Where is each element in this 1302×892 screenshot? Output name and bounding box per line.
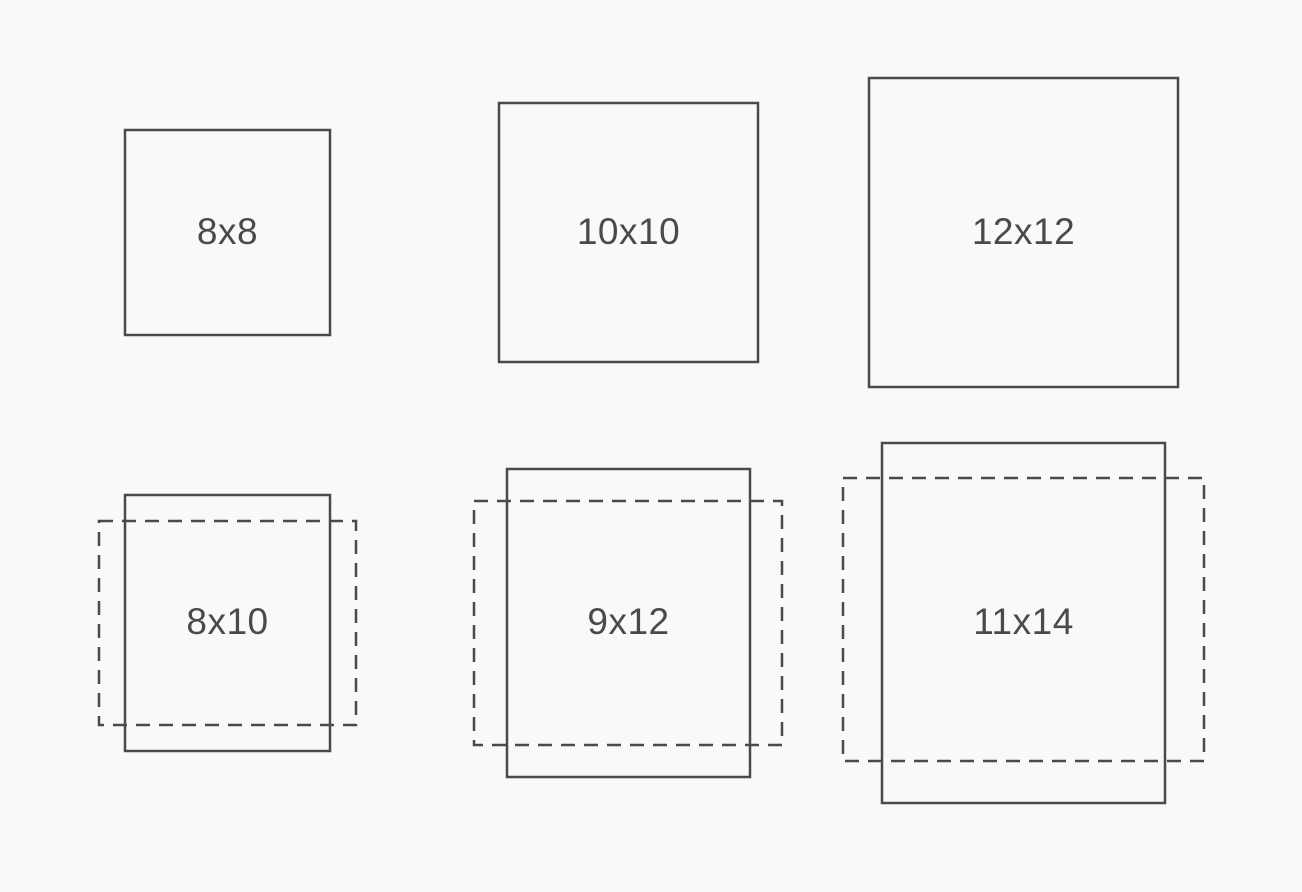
- label-9x12: 9x12: [587, 601, 669, 642]
- frame-10x10: [497, 101, 760, 364]
- size-10x10: 10x10: [497, 101, 760, 364]
- size-8x8: 8x8: [123, 128, 332, 337]
- frame-8x10-landscape: [97, 519, 358, 727]
- frame-12x12: [867, 76, 1180, 389]
- label-12x12: 12x12: [972, 211, 1075, 252]
- label-8x10: 8x10: [186, 601, 268, 642]
- size-9x12: 9x12: [472, 467, 784, 779]
- label-11x14: 11x14: [973, 601, 1074, 642]
- size-8x10: 8x10: [97, 493, 358, 753]
- label-10x10: 10x10: [577, 211, 680, 252]
- label-8x8: 8x8: [197, 211, 258, 252]
- size-12x12: 12x12: [867, 76, 1180, 389]
- frame-8x10-portrait: [123, 493, 332, 753]
- frame-9x12-portrait: [505, 467, 752, 779]
- frame-11x14-portrait: [880, 441, 1167, 805]
- size-11x14: 11x14: [841, 441, 1206, 805]
- frame-8x8: [123, 128, 332, 337]
